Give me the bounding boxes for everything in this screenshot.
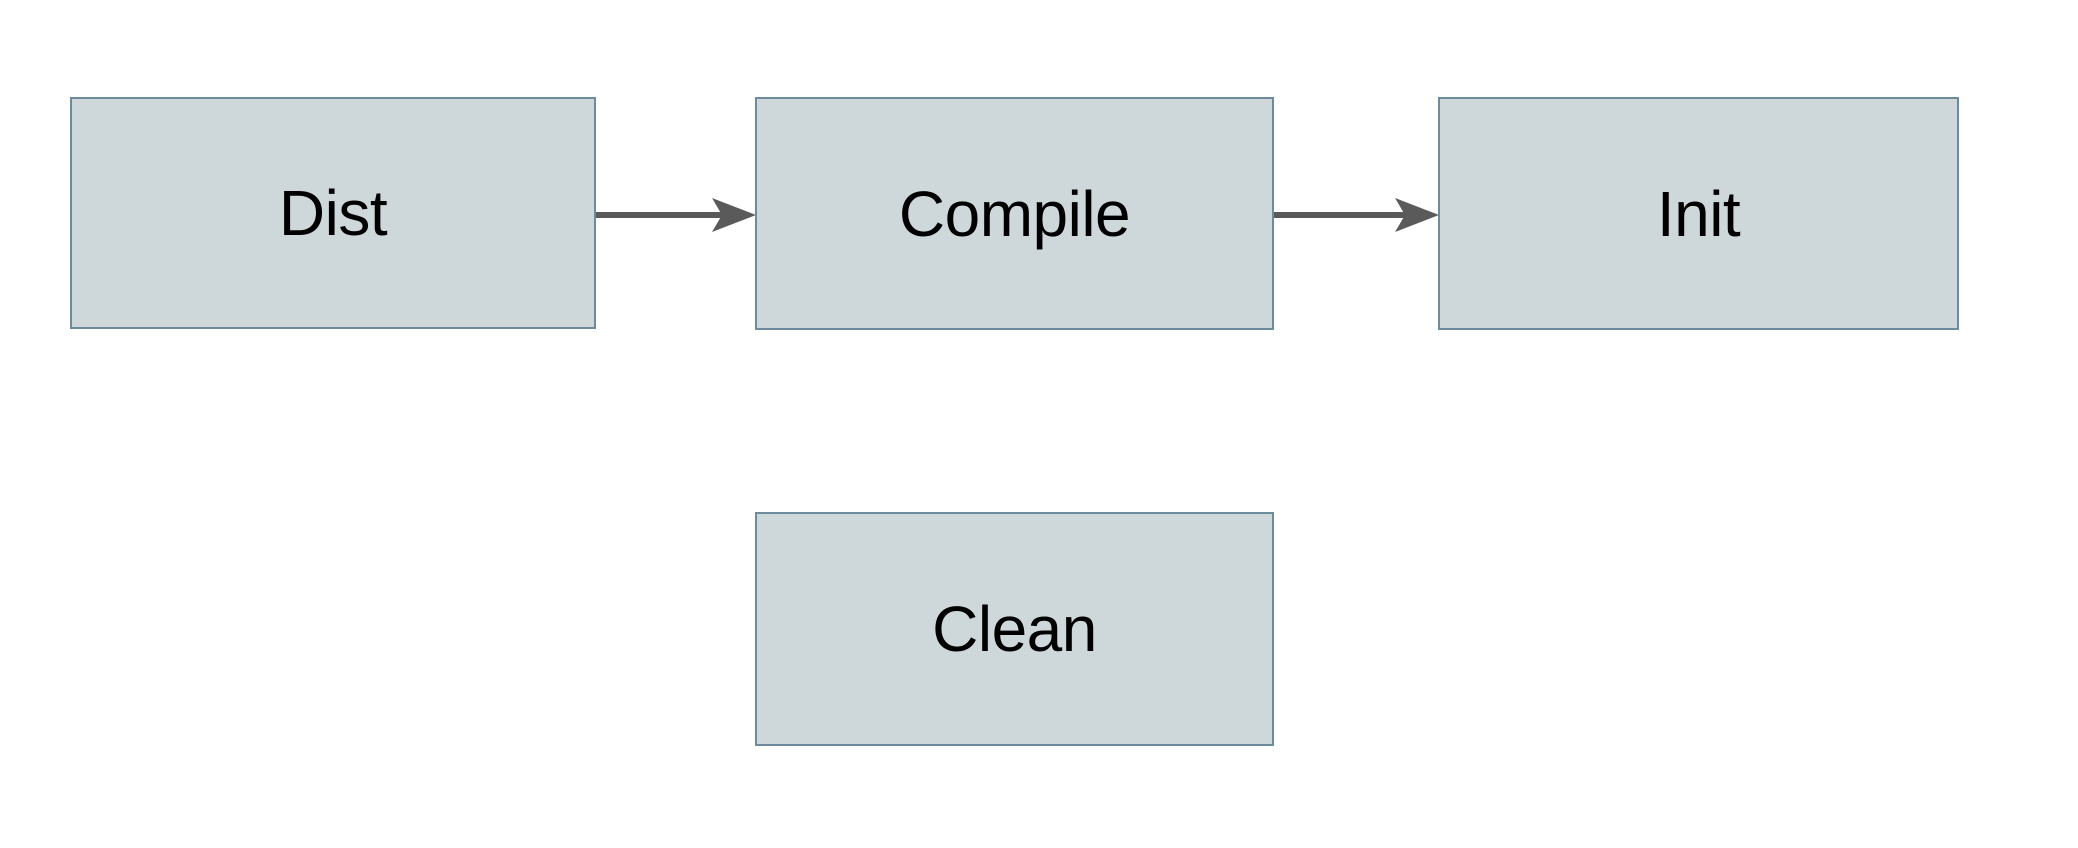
node-compile-label: Compile bbox=[898, 177, 1131, 250]
node-dist[interactable]: Dist bbox=[70, 97, 596, 329]
node-compile[interactable]: Compile bbox=[755, 97, 1274, 330]
node-dist-label: Dist bbox=[278, 177, 388, 249]
node-init-label: Init bbox=[1656, 177, 1741, 250]
arrow-right-icon bbox=[1395, 198, 1439, 232]
node-init[interactable]: Init bbox=[1438, 97, 1959, 330]
arrow-right-icon bbox=[712, 198, 756, 232]
node-clean[interactable]: Clean bbox=[755, 512, 1274, 746]
node-clean-label: Clean bbox=[932, 593, 1097, 665]
edge-dist-to-compile[interactable] bbox=[596, 190, 756, 240]
edge-compile-to-init[interactable] bbox=[1274, 190, 1439, 240]
